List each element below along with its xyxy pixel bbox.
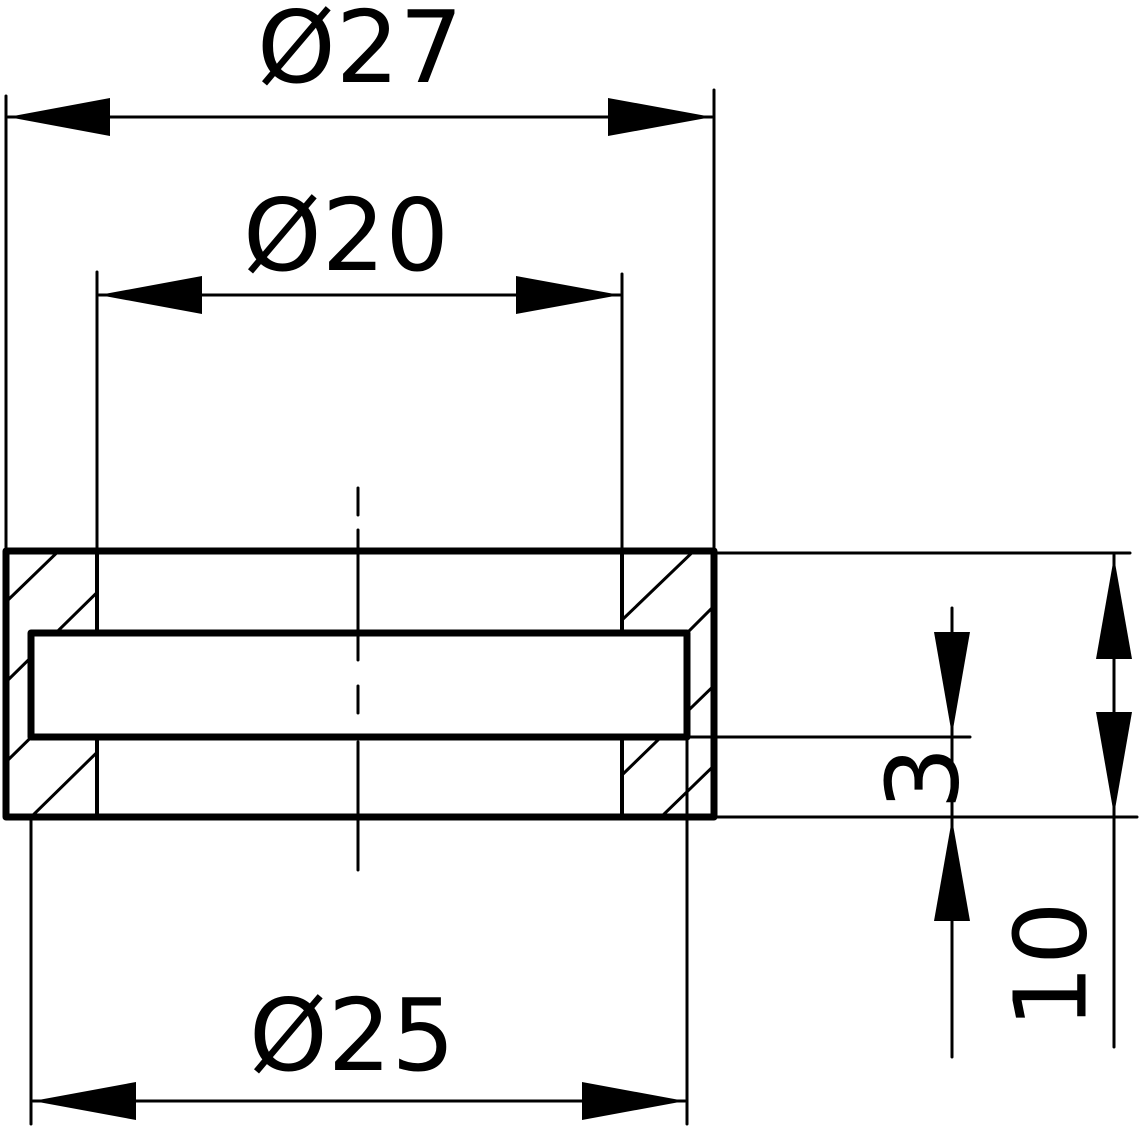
dim-label-total-height: 10 [992, 901, 1109, 1028]
dimension-inner-diameter: Ø20 [95, 177, 624, 550]
part-outline [2, 547, 718, 821]
dimension-outer-diameter: Ø27 [4, 0, 716, 550]
dim-label-outer-diameter: Ø27 [257, 0, 463, 106]
dimension-recess-diameter: Ø25 [29, 738, 689, 1126]
dimension-total-height: 10 [992, 553, 1132, 1049]
dim-label-recess-depth: 3 [864, 746, 981, 810]
dim-label-inner-diameter: Ø20 [243, 177, 449, 294]
dimension-recess-depth: 3 [864, 606, 981, 1059]
dim-label-recess-diameter: Ø25 [249, 977, 455, 1094]
